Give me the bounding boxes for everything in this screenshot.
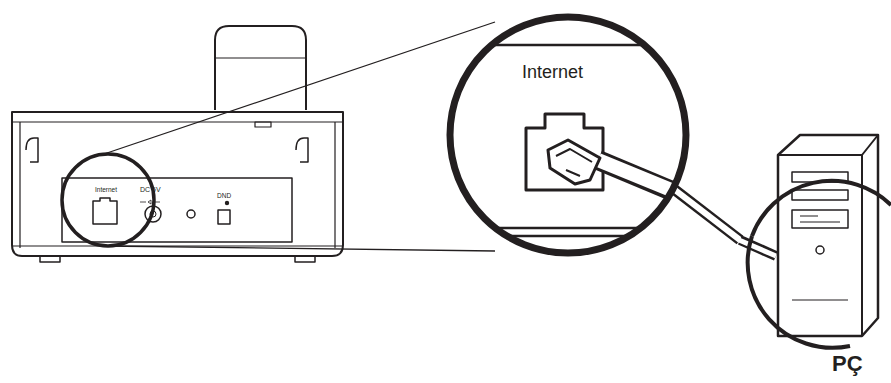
- magnified-port-drawing: [448, 15, 688, 255]
- zoom-line: [104, 22, 495, 154]
- body-edge: [19, 122, 20, 248]
- foot: [295, 256, 315, 262]
- hook: [26, 138, 38, 162]
- body-edge: [12, 121, 343, 122]
- zoom-line: [104, 246, 495, 251]
- port-label: Internet: [522, 63, 583, 83]
- ethernet-port: [93, 198, 117, 224]
- hook: [296, 138, 308, 162]
- port-label: Internet: [95, 187, 117, 194]
- body-edge: [334, 122, 335, 248]
- magnify-circle: [62, 154, 154, 246]
- cable-outline: [673, 188, 740, 240]
- device-label: PÇ: [832, 352, 863, 376]
- phone-body: [12, 112, 343, 256]
- switch-label: DND: [217, 193, 231, 200]
- magnified-port-circle: Internet: [448, 15, 688, 255]
- dot: [226, 202, 228, 204]
- dnd-switch: [218, 210, 230, 224]
- network-cable: [673, 188, 740, 240]
- handset: [215, 26, 306, 110]
- slot: [255, 122, 271, 127]
- foot: [40, 256, 60, 262]
- reset-hole: [187, 210, 195, 218]
- handset-edge: [215, 57, 306, 58]
- pc-tower-drawing: [740, 120, 891, 380]
- power-label: DC 5V: [140, 186, 161, 193]
- computer-node: PÇ: [740, 120, 891, 380]
- rear-panel: [62, 178, 292, 242]
- polarity-symbol: [140, 200, 160, 204]
- cable-core: [673, 188, 740, 240]
